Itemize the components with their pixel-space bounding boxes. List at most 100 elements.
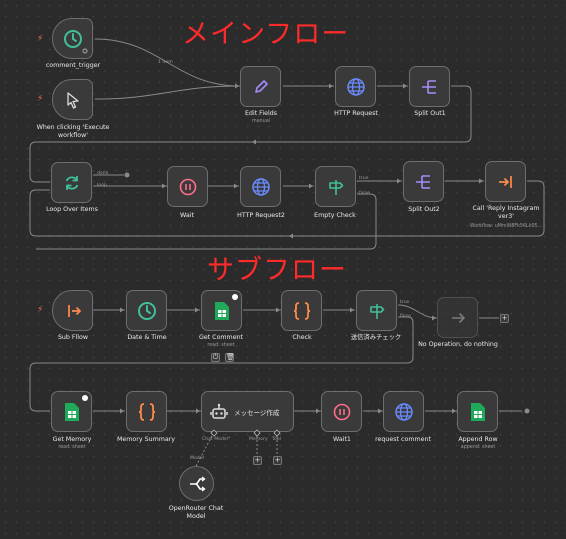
split-icon [421,79,436,94]
sub-flow-label: Sub Fllow [57,334,89,341]
get-comment-node[interactable] [201,290,242,331]
loop-done-port: done [97,171,109,176]
memory-summary-label: Memory Summary [116,436,176,443]
no-operation-node[interactable] [437,297,478,338]
exit-icon [498,175,512,188]
sub-flow-bolt-icon: ⚡ [37,305,44,315]
manual-trigger-label: When clicking 'Execute workflow' [36,124,110,139]
pause-icon [333,403,350,420]
add-tool-button[interactable]: + [273,456,282,465]
get-memory-node[interactable] [51,391,92,432]
loop-icon [65,175,78,190]
globe-icon [346,77,365,96]
split-out1-node[interactable] [409,66,450,107]
wait1-node[interactable] [321,391,362,432]
edit-fields-node[interactable] [240,66,281,107]
refresh-badge-icon [82,395,88,401]
manual-trigger-node[interactable] [52,79,93,120]
power-toggle-button[interactable]: ⏻ [211,353,220,362]
empty-check-false-port: false [359,191,370,196]
tool-port-label: Tool [272,437,281,442]
check-label: Check [292,334,312,341]
arrow-right-icon [451,312,465,323]
loop-loop-port: loop [97,183,107,188]
empty-check-node[interactable] [315,166,356,207]
chat-model-port-label: Chat Model* [202,437,231,442]
add-memory-button[interactable]: + [253,456,262,465]
braces-icon [293,301,310,320]
no-operation-label: No Operation, do nothing [418,341,498,348]
signpost-icon [369,303,384,319]
request-comment-label: request comment [375,436,431,443]
delete-node-button[interactable]: 🗑 [225,353,235,362]
braces-icon [138,402,155,421]
http-request-node[interactable] [335,66,376,107]
enter-icon [67,304,81,317]
http-request2-node[interactable] [240,166,281,207]
check-node[interactable] [281,290,322,331]
get-comment-sublabel: read: sheet [207,343,235,348]
split-icon [415,174,430,189]
refresh-badge-icon [232,294,238,300]
sent-check-label: 送信済みチェック [350,334,402,341]
call-reply-node[interactable] [485,161,526,202]
get-memory-sublabel: read: sheet [58,445,86,450]
append-row-node[interactable] [457,391,498,432]
loop-over-items-node[interactable] [51,162,92,203]
split-out1-label: Split Out1 [414,110,446,117]
empty-check-true-port: true [359,176,369,181]
request-comment-node[interactable] [383,391,424,432]
split-out2-label: Split Out2 [408,206,440,213]
agent-sub-ports [210,429,281,437]
wire-call-loop [29,180,545,237]
message-create-label: メッセージ作成 [234,408,280,417]
sent-check-true-port: true [400,300,410,305]
robot-icon [210,403,228,419]
append-row-label: Append Row [458,436,498,443]
manual-trigger-bolt-icon: ⚡ [37,94,44,104]
sub-flow-heading: サブフロー [207,255,347,286]
sheet-icon [214,301,229,320]
pause-icon [179,178,196,195]
sheet-icon [64,402,79,421]
edit-fields-label: Edit Fields [244,110,277,117]
wire-split-loop [29,85,472,183]
http-request-label: HTTP Request [334,110,378,117]
empty-check-label: Empty Check [314,212,356,219]
openrouter-icon [189,475,206,492]
sent-check-node[interactable] [356,290,397,331]
globe-icon [394,402,413,421]
wire-manual-edit [94,85,241,100]
comment-trigger-label: comment_trigger [45,62,101,69]
memory-port-label: Memory [249,437,268,442]
openrouter-model-node[interactable] [179,466,214,501]
clock-icon [63,29,82,48]
webhook-small-icon [82,48,88,54]
signpost-icon [328,179,343,195]
split-out2-node[interactable] [403,161,444,202]
sheet-icon [470,402,485,421]
wait-node[interactable] [167,166,208,207]
wire-false-loop [36,193,377,250]
pencil-icon [254,79,268,93]
openrouter-label: OpenRouter Chat Model [168,505,224,520]
wait1-label: Wait1 [333,436,351,443]
wire-item-count: 1 item [158,60,173,65]
date-time-node[interactable] [126,290,167,331]
comment-trigger-node[interactable] [52,18,93,59]
date-time-label: Date & Time [127,334,167,341]
model-port-label: Model [190,456,204,461]
wire-trigger-edit [94,38,241,87]
edit-fields-sublabel: manual [252,119,270,124]
clock-icon [137,301,156,320]
memory-summary-node[interactable] [126,391,167,432]
call-reply-label: Call 'Reply Instagram ver3' [472,205,540,220]
append-row-sublabel: append: sheet [460,445,496,450]
cursor-icon [66,91,79,109]
sub-flow-trigger-node[interactable] [52,290,93,331]
message-create-agent-node[interactable]: メッセージ作成 [201,391,294,432]
call-reply-sublabel: Workflow: uMmW8Fk56Lk05... [469,224,543,229]
add-after-noop-button[interactable]: + [500,314,509,323]
